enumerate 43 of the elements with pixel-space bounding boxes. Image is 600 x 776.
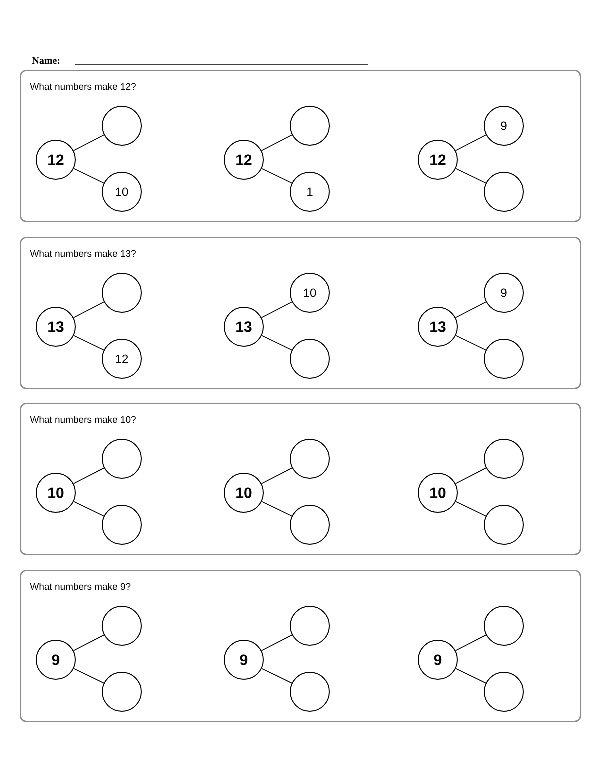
part-circle bbox=[102, 606, 142, 646]
name-label: Name: bbox=[32, 57, 60, 64]
connector-line bbox=[455, 134, 487, 152]
part-circle bbox=[290, 339, 330, 379]
connector-line bbox=[455, 468, 487, 484]
connector-line bbox=[262, 501, 292, 517]
part-circle bbox=[484, 672, 524, 712]
part-circle bbox=[102, 439, 142, 479]
part-circle bbox=[484, 439, 524, 479]
part-circle bbox=[102, 672, 142, 712]
connector-line bbox=[456, 335, 486, 351]
part-circle bbox=[484, 505, 524, 545]
part-circle bbox=[290, 439, 330, 479]
part-circle bbox=[484, 606, 524, 646]
connector-line bbox=[74, 668, 104, 684]
connector-line bbox=[74, 168, 104, 184]
connector-line bbox=[456, 501, 486, 517]
connector-line bbox=[73, 634, 105, 652]
connector-line bbox=[456, 668, 486, 684]
part-circle bbox=[484, 172, 524, 212]
connector-line bbox=[456, 168, 486, 184]
connector-line bbox=[262, 335, 292, 351]
connector-line bbox=[73, 302, 105, 318]
connector-line bbox=[74, 501, 104, 517]
part-circle bbox=[290, 106, 330, 146]
connector-line bbox=[455, 634, 487, 652]
connector-line bbox=[74, 335, 104, 351]
part-circle bbox=[290, 505, 330, 545]
connector-line bbox=[261, 468, 293, 484]
connector-line bbox=[73, 468, 105, 484]
part-circle bbox=[102, 273, 142, 313]
part-circle bbox=[102, 106, 142, 146]
connector-line bbox=[262, 168, 292, 184]
part-circle bbox=[290, 606, 330, 646]
part-circle bbox=[102, 505, 142, 545]
connector-line bbox=[262, 668, 292, 684]
connector-line bbox=[261, 302, 293, 318]
part-circle bbox=[484, 339, 524, 379]
connector-line bbox=[73, 134, 105, 152]
part-circle bbox=[290, 672, 330, 712]
connector-line bbox=[261, 134, 293, 152]
connector-line bbox=[455, 302, 487, 318]
connector-line bbox=[261, 634, 293, 652]
